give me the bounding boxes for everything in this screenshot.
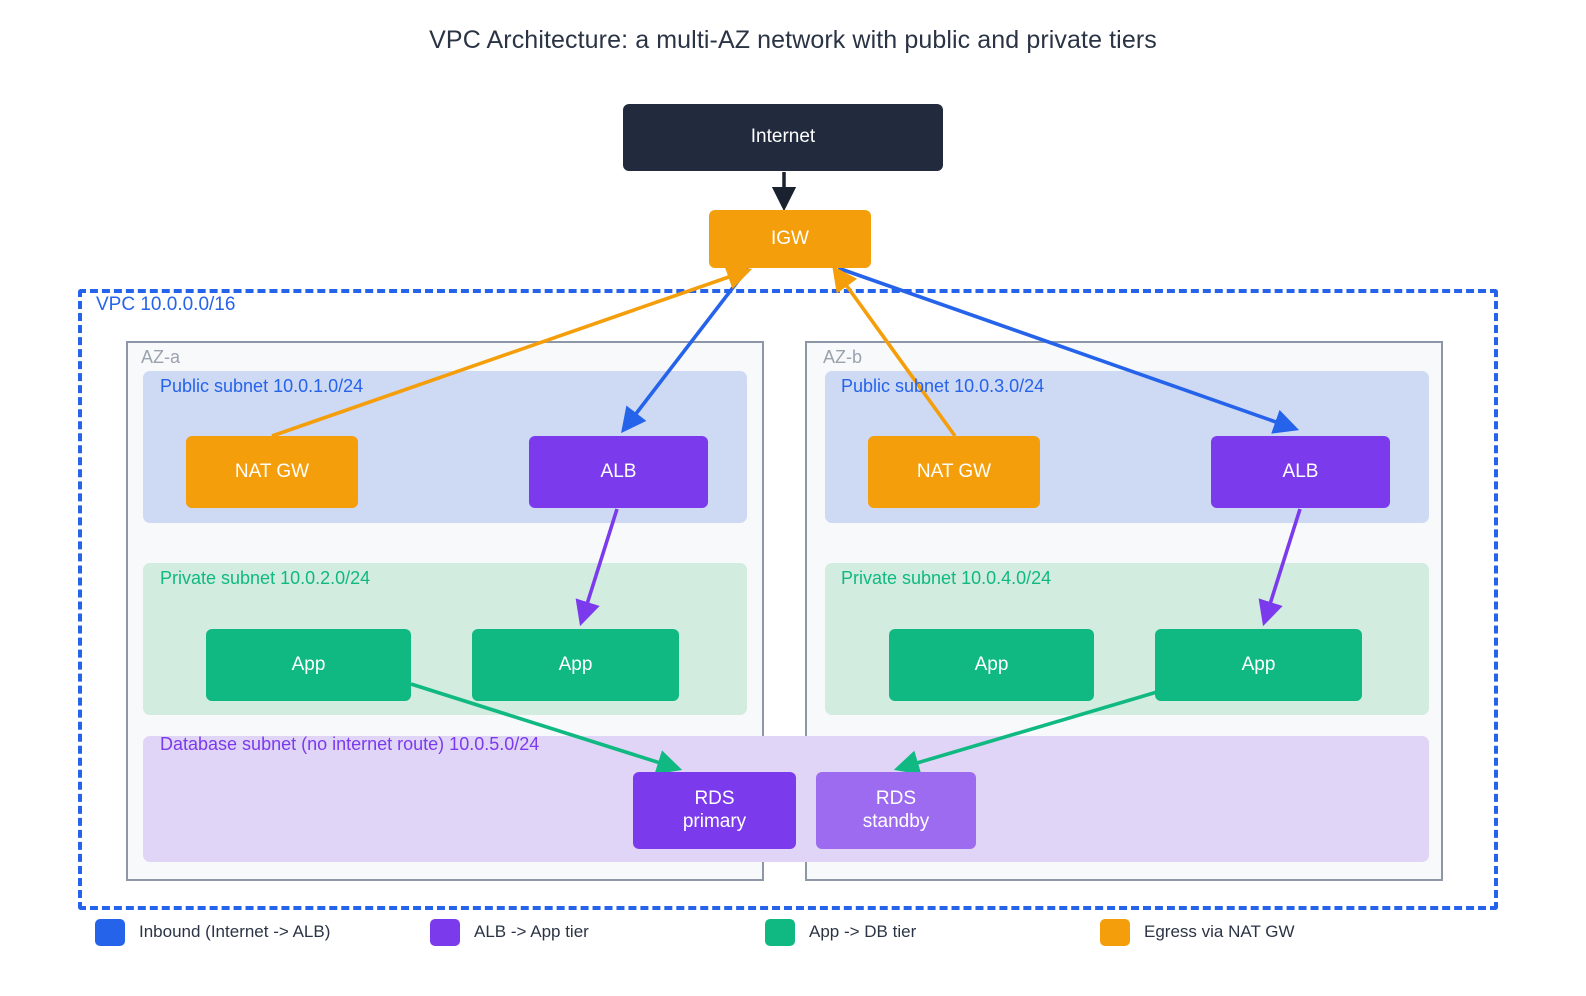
subnet-database-label: Database subnet (no internet route) 10.0… bbox=[160, 734, 540, 754]
legend-swatch-alb-app-icon bbox=[430, 918, 460, 946]
node-app-az-b-2[interactable]: App bbox=[1155, 629, 1362, 701]
legend-item-alb-app[interactable]: ALB -> App tier bbox=[430, 912, 589, 952]
subnet-private-az-b-label: Private subnet 10.0.4.0/24 bbox=[841, 568, 1052, 588]
page-title: VPC Architecture: a multi-AZ network wit… bbox=[429, 26, 1157, 54]
node-app-az-b-1[interactable]: App bbox=[889, 629, 1094, 701]
node-rds-standby[interactable]: RDS standby bbox=[816, 772, 976, 849]
vpc-label: VPC 10.0.0.0/16 bbox=[96, 294, 236, 315]
legend-item-app-db[interactable]: App -> DB tier bbox=[765, 912, 916, 952]
node-rds-primary[interactable]: RDS primary bbox=[633, 772, 796, 849]
legend-label-alb-app: ALB -> App tier bbox=[474, 922, 589, 941]
subnet-public-az-a-label: Public subnet 10.0.1.0/24 bbox=[160, 376, 364, 396]
node-nat-gw-az-b[interactable]: NAT GW bbox=[868, 436, 1040, 508]
node-internet[interactable]: Internet bbox=[623, 104, 943, 171]
legend-swatch-app-db-icon bbox=[765, 918, 795, 946]
legend-item-egress[interactable]: Egress via NAT GW bbox=[1100, 912, 1295, 952]
legend-label-inbound: Inbound (Internet -> ALB) bbox=[139, 922, 331, 941]
legend-label-egress: Egress via NAT GW bbox=[1144, 922, 1295, 941]
vpc-boundary bbox=[78, 289, 1498, 910]
legend-item-inbound[interactable]: Inbound (Internet -> ALB) bbox=[95, 912, 330, 952]
az-b-label: AZ-b bbox=[823, 347, 863, 367]
az-a-label: AZ-a bbox=[141, 347, 181, 367]
node-alb-az-b[interactable]: ALB bbox=[1211, 436, 1390, 508]
node-app-az-a-1[interactable]: App bbox=[206, 629, 411, 701]
legend-swatch-inbound-icon bbox=[95, 918, 125, 946]
legend: Inbound (Internet -> ALB) ALB -> App tie… bbox=[0, 912, 1586, 962]
legend-label-app-db: App -> DB tier bbox=[809, 922, 917, 941]
subnet-public-az-b-label: Public subnet 10.0.3.0/24 bbox=[841, 376, 1045, 396]
node-nat-gw-az-a[interactable]: NAT GW bbox=[186, 436, 358, 508]
node-app-az-a-2[interactable]: App bbox=[472, 629, 679, 701]
node-alb-az-a[interactable]: ALB bbox=[529, 436, 708, 508]
legend-swatch-egress-icon bbox=[1100, 918, 1130, 946]
subnet-private-az-a-label: Private subnet 10.0.2.0/24 bbox=[160, 568, 371, 588]
node-igw[interactable]: IGW bbox=[709, 210, 871, 268]
